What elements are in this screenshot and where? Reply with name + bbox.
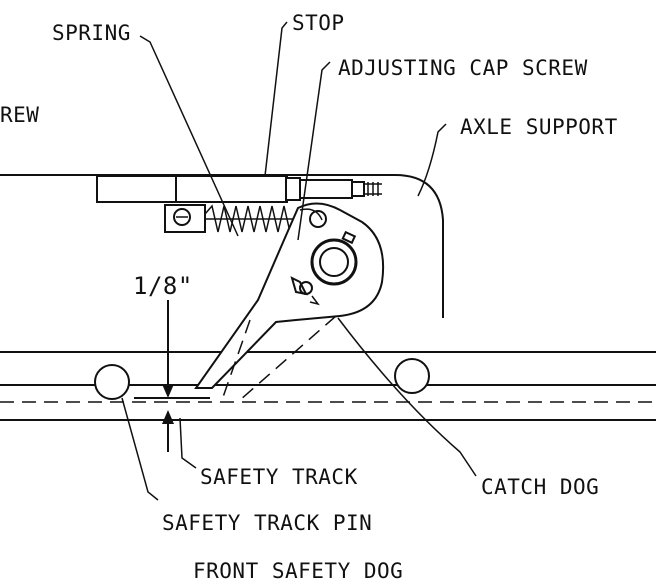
label-adjusting-cap-screw: ADJUSTING CAP SCREW xyxy=(338,56,588,80)
safety-track-pin-left xyxy=(94,364,130,400)
label-gap: 1/8" xyxy=(133,272,193,300)
adjusting-cap-screw xyxy=(285,177,382,201)
leader-lines xyxy=(121,21,477,501)
caption: FRONT SAFETY DOG xyxy=(193,559,403,581)
catch-dog xyxy=(194,202,385,401)
label-stop: STOP xyxy=(292,11,345,35)
stop-bar xyxy=(96,175,288,203)
spring xyxy=(204,204,297,235)
safety-track-pin-right xyxy=(394,358,430,394)
label-catch-dog: CATCH DOG xyxy=(481,475,599,499)
label-safety-track-pin: SAFETY TRACK PIN xyxy=(162,511,372,535)
label-spring: SPRING xyxy=(52,21,131,45)
label-safety-track: SAFETY TRACK xyxy=(200,465,358,489)
label-axle-support: AXLE SUPPORT xyxy=(460,115,618,139)
label-screw-partial: REW xyxy=(0,103,39,127)
gap-dimension xyxy=(134,300,210,452)
spring-bracket xyxy=(164,204,206,233)
